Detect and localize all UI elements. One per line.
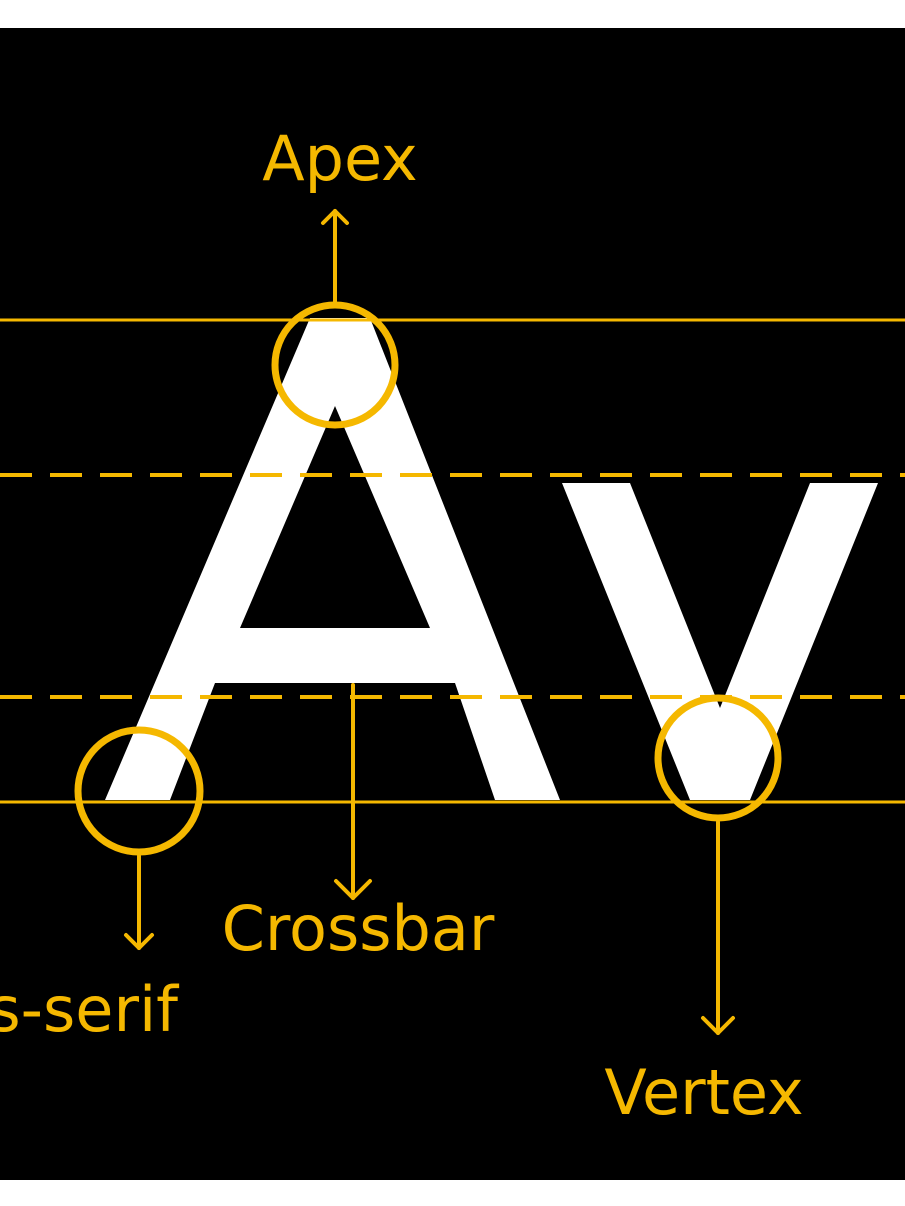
labels: Apex Crossbar Sans-serif Vertex bbox=[0, 122, 804, 1129]
crossbar-arrow bbox=[334, 683, 372, 900]
anatomy-diagram: Apex Crossbar Sans-serif Vertex bbox=[0, 122, 905, 1129]
sans-serif-arrow bbox=[124, 854, 154, 950]
glyph-a bbox=[105, 318, 560, 800]
diagram-panel: Apex Crossbar Sans-serif Vertex bbox=[0, 28, 905, 1180]
apex-label: Apex bbox=[262, 122, 418, 195]
arrows bbox=[124, 209, 735, 1035]
apex-arrow bbox=[321, 209, 349, 307]
crossbar-label: Crossbar bbox=[222, 892, 495, 965]
vertex-label: Vertex bbox=[604, 1056, 803, 1129]
sans-serif-label: Sans-serif bbox=[0, 973, 180, 1046]
terminal-circle bbox=[74, 726, 204, 856]
vertex-circle bbox=[654, 694, 782, 822]
specimen-glyphs bbox=[105, 318, 878, 800]
glyph-v bbox=[562, 483, 878, 800]
vertex-arrow bbox=[701, 820, 735, 1035]
